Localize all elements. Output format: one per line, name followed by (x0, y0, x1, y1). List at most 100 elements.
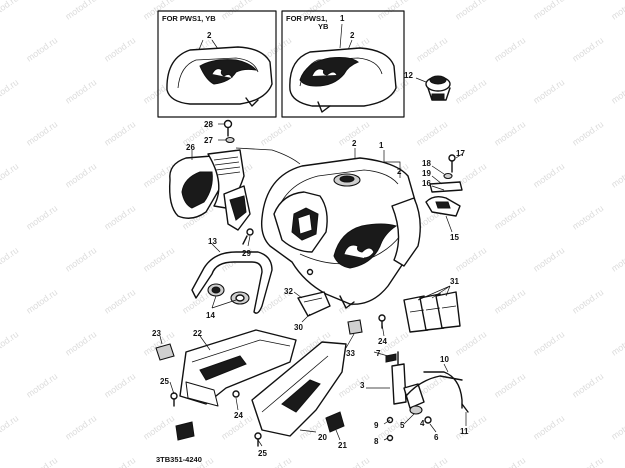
fuel-tank-rear-mount (339, 295, 355, 309)
watermark-text: motod.ru (63, 329, 98, 358)
label-14: 14 (206, 311, 215, 320)
watermark-text: motod.ru (531, 0, 566, 22)
fuel-hose-4 (405, 375, 463, 397)
plate-5 (409, 405, 423, 415)
vent-grille (213, 156, 241, 176)
label-17: 17 (456, 149, 465, 158)
fuel-tank-decal-logo (343, 244, 375, 259)
watermark-text: motod.ru (570, 119, 605, 148)
label-9: 9 (374, 421, 379, 430)
watermark-text: motod.ru (492, 203, 527, 232)
inset-right-label-2: 2 (350, 31, 355, 40)
watermark-text: motod.ru (609, 77, 625, 106)
watermark-text: motod.ru (0, 329, 20, 358)
label-25a: 25 (160, 377, 169, 386)
screw-25a (170, 392, 178, 407)
watermark-text: motod.ru (336, 455, 371, 468)
inset-right-decal-logo (311, 68, 338, 77)
inset-left-contour (177, 57, 259, 89)
watermark-text: motod.ru (570, 371, 605, 400)
fuel-cock-lever (403, 383, 425, 409)
watermark-text: motod.ru (102, 455, 137, 468)
label-31: 31 (450, 277, 459, 286)
washer-27 (225, 136, 235, 144)
label-30: 30 (294, 323, 303, 332)
watermark-text: motod.ru (63, 0, 98, 22)
watermark-text: motod.ru (531, 77, 566, 106)
watermark-text: motod.ru (102, 119, 137, 148)
fuel-tank-ridge (275, 169, 399, 215)
inset-right: FOR PWS1, YB 1 2 (281, 10, 405, 118)
watermark-text: motod.ru (492, 287, 527, 316)
label-33: 33 (346, 349, 355, 358)
side-cover-bracket-fill (229, 195, 247, 221)
plate-19 (429, 181, 463, 193)
watermark-text: motod.ru (453, 0, 488, 22)
label-16: 16 (422, 179, 431, 188)
watermark-text: motod.ru (570, 455, 605, 468)
fuel-tank-mount-hole (306, 268, 314, 276)
part-number-labels: 1 2 2 3 4 5 6 7 8 9 10 11 12 13 14 15 16… (152, 71, 469, 458)
small-hardware-right (425, 154, 463, 217)
watermark-text: motod.ru (0, 0, 20, 22)
label-5: 5 (400, 421, 405, 430)
label-4: 4 (420, 419, 425, 428)
bolt-17 (448, 154, 456, 162)
fuel-tank-decal (333, 223, 398, 269)
watermark-text: motod.ru (24, 455, 59, 468)
fuel-filler-neck (339, 175, 355, 183)
watermark-text: motod.ru (24, 287, 59, 316)
label-13: 13 (208, 237, 217, 246)
label-27: 27 (204, 136, 213, 145)
watermark-text: motod.ru (102, 35, 137, 64)
watermark-text: motod.ru (453, 413, 488, 442)
rubber-band-13 (191, 251, 273, 314)
side-cover-attach-line (235, 147, 301, 165)
watermark-text: motod.ru (609, 413, 625, 442)
damper-14 (207, 283, 250, 305)
pad-21 (325, 411, 345, 433)
watermark-text: motod.ru (258, 119, 293, 148)
watermark-text: motod.ru (63, 161, 98, 190)
clip-lower-left (175, 421, 195, 441)
watermark-text: motod.ru (24, 371, 59, 400)
heat-shield-32 (297, 291, 331, 317)
watermark-text: motod.ru (63, 413, 98, 442)
band-13-body (191, 251, 273, 314)
label-24b: 24 (234, 411, 243, 420)
washer-18 (443, 172, 453, 180)
watermark-text: motod.ru (0, 245, 20, 274)
fuel-tank-tunnel-hole (297, 213, 313, 235)
inset-left-decal-logo (211, 68, 233, 79)
label-26: 26 (186, 143, 195, 152)
inset-left-label: 2 (207, 31, 212, 40)
label-23: 23 (152, 329, 161, 338)
watermark-text: motod.ru (609, 329, 625, 358)
label-12: 12 (404, 71, 413, 80)
screw-8 (386, 434, 394, 442)
watermark-text: motod.ru (453, 245, 488, 274)
label-7: 7 (376, 349, 381, 358)
label-28: 28 (204, 120, 213, 129)
screw-24a (232, 390, 240, 398)
fuel-tank (260, 157, 421, 309)
label-21: 21 (338, 441, 347, 450)
inset-left-title: FOR PWS1, YB (162, 14, 216, 23)
inset-left: FOR PWS1, YB 2 (157, 10, 277, 118)
inset-right-frame (281, 10, 405, 118)
label-3: 3 (360, 381, 365, 390)
fuel-cap-12 (425, 75, 451, 101)
watermark-text: motod.ru (63, 245, 98, 274)
watermark-text: motod.ru (609, 0, 625, 22)
inset-right-tab (317, 101, 331, 113)
label-19: 19 (422, 169, 431, 178)
watermark-text: motod.ru (609, 161, 625, 190)
watermark-text: motod.ru (531, 245, 566, 274)
label-8: 8 (374, 437, 379, 446)
watermark-text: motod.ru (492, 119, 527, 148)
watermark-text: motod.ru (531, 161, 566, 190)
label-18: 18 (422, 159, 431, 168)
watermark-text: motod.ru (570, 287, 605, 316)
watermark-text: motod.ru (141, 413, 176, 442)
